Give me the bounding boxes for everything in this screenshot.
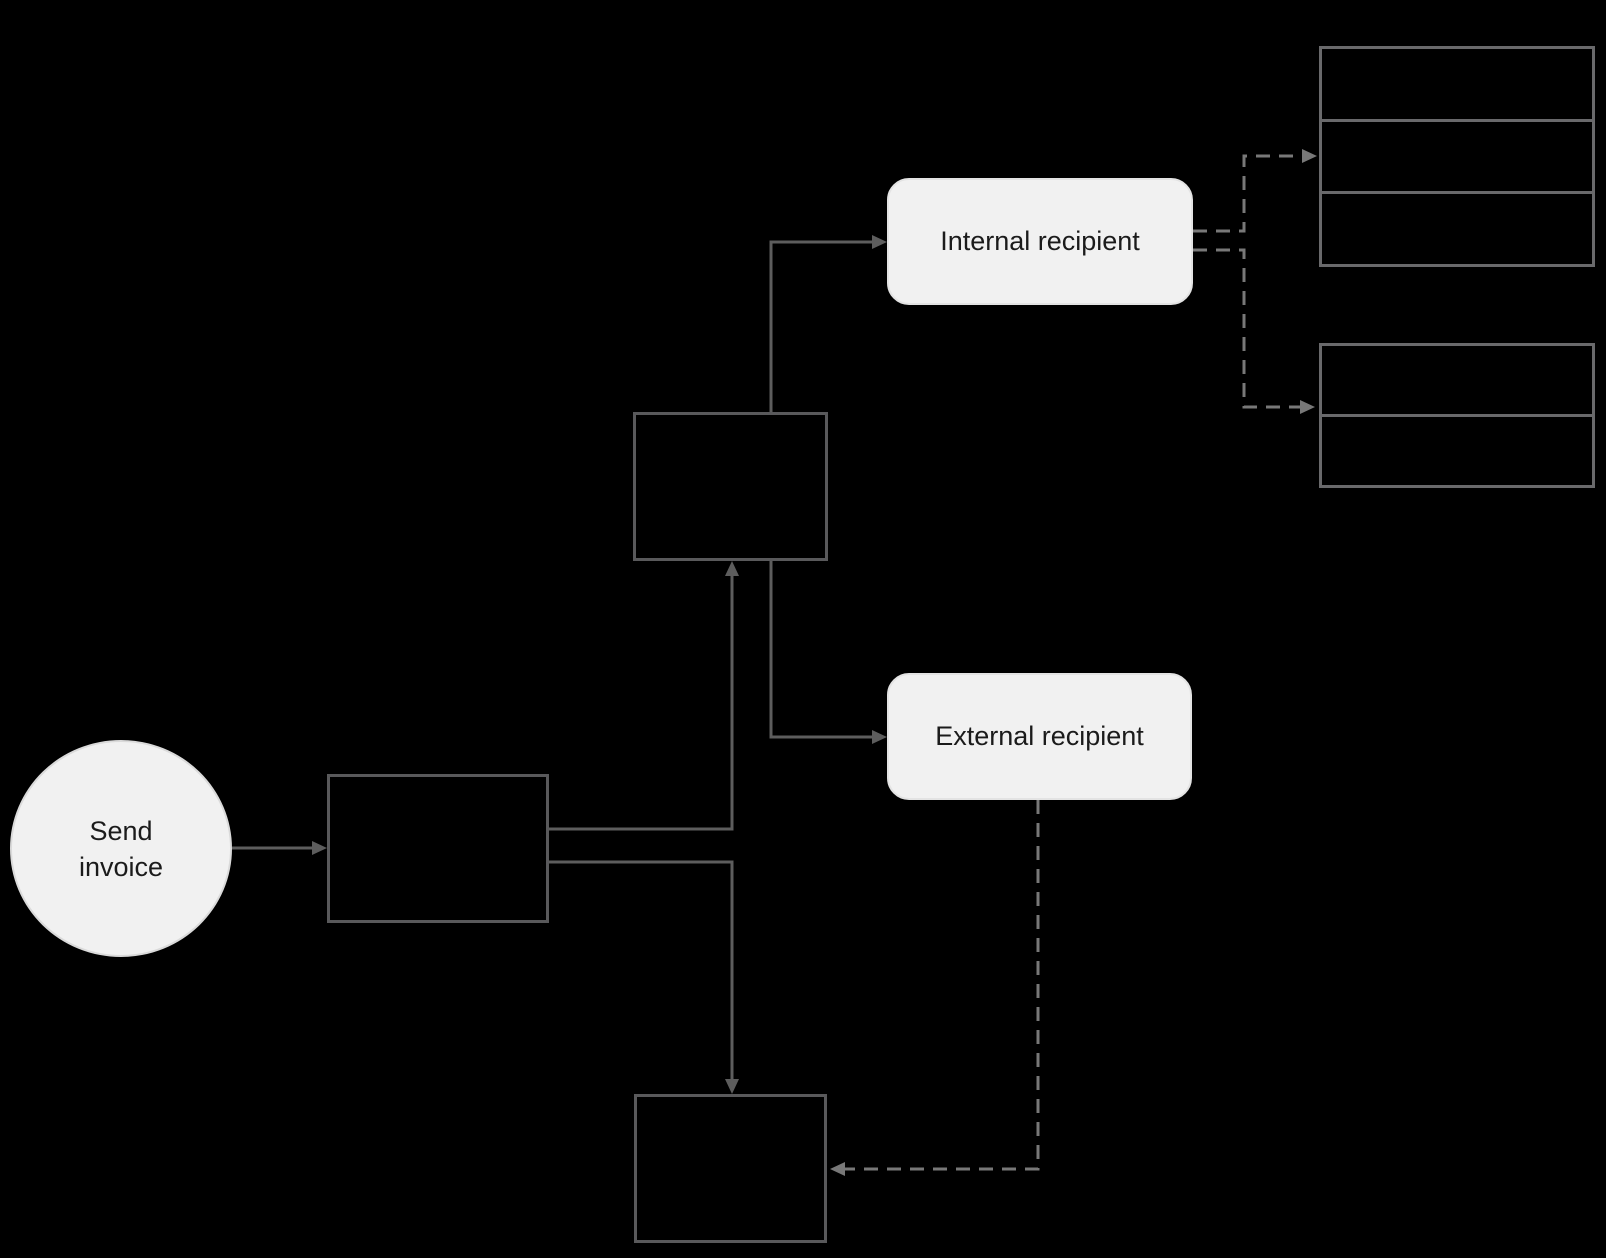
connector-process2-to-external (769, 561, 872, 739)
arrowhead-into-process3 (725, 1079, 739, 1094)
internal-recipient-label: Internal recipient (940, 226, 1140, 256)
process-box-1 (327, 774, 549, 923)
arrowhead-into-process1 (312, 841, 327, 855)
arrowhead-into-table-bottom (1300, 400, 1315, 414)
table-row (1322, 118, 1592, 192)
external-recipient-label: External recipient (935, 721, 1144, 751)
connector-internal-to-table-top (1193, 154, 1302, 233)
row-table-top (1319, 46, 1595, 267)
start-node-label: Send invoice (78, 815, 164, 882)
table-row (1322, 191, 1592, 264)
table-row (1322, 414, 1592, 485)
arrowhead-into-external (872, 730, 887, 744)
table-row (1322, 346, 1592, 414)
internal-recipient-node: Internal recipient (887, 178, 1193, 305)
arrowhead-into-process3-right (830, 1162, 845, 1176)
connector-process1-to-process2 (549, 576, 734, 831)
start-node-send-invoice: Send invoice (10, 740, 232, 957)
arrowhead-into-table-top (1302, 149, 1317, 163)
connector-internal-to-table-bottom (1193, 248, 1300, 409)
row-table-bottom (1319, 343, 1595, 488)
connector-external-to-process3 (845, 800, 1040, 1171)
process-box-3 (634, 1094, 827, 1243)
table-row (1322, 49, 1592, 119)
arrowhead-into-process2 (725, 561, 739, 576)
connector-process2-to-internal (769, 240, 872, 412)
external-recipient-node: External recipient (887, 673, 1192, 800)
arrowhead-into-internal (872, 235, 887, 249)
process-box-2 (633, 412, 828, 561)
connector-process1-to-process3 (549, 860, 734, 1079)
